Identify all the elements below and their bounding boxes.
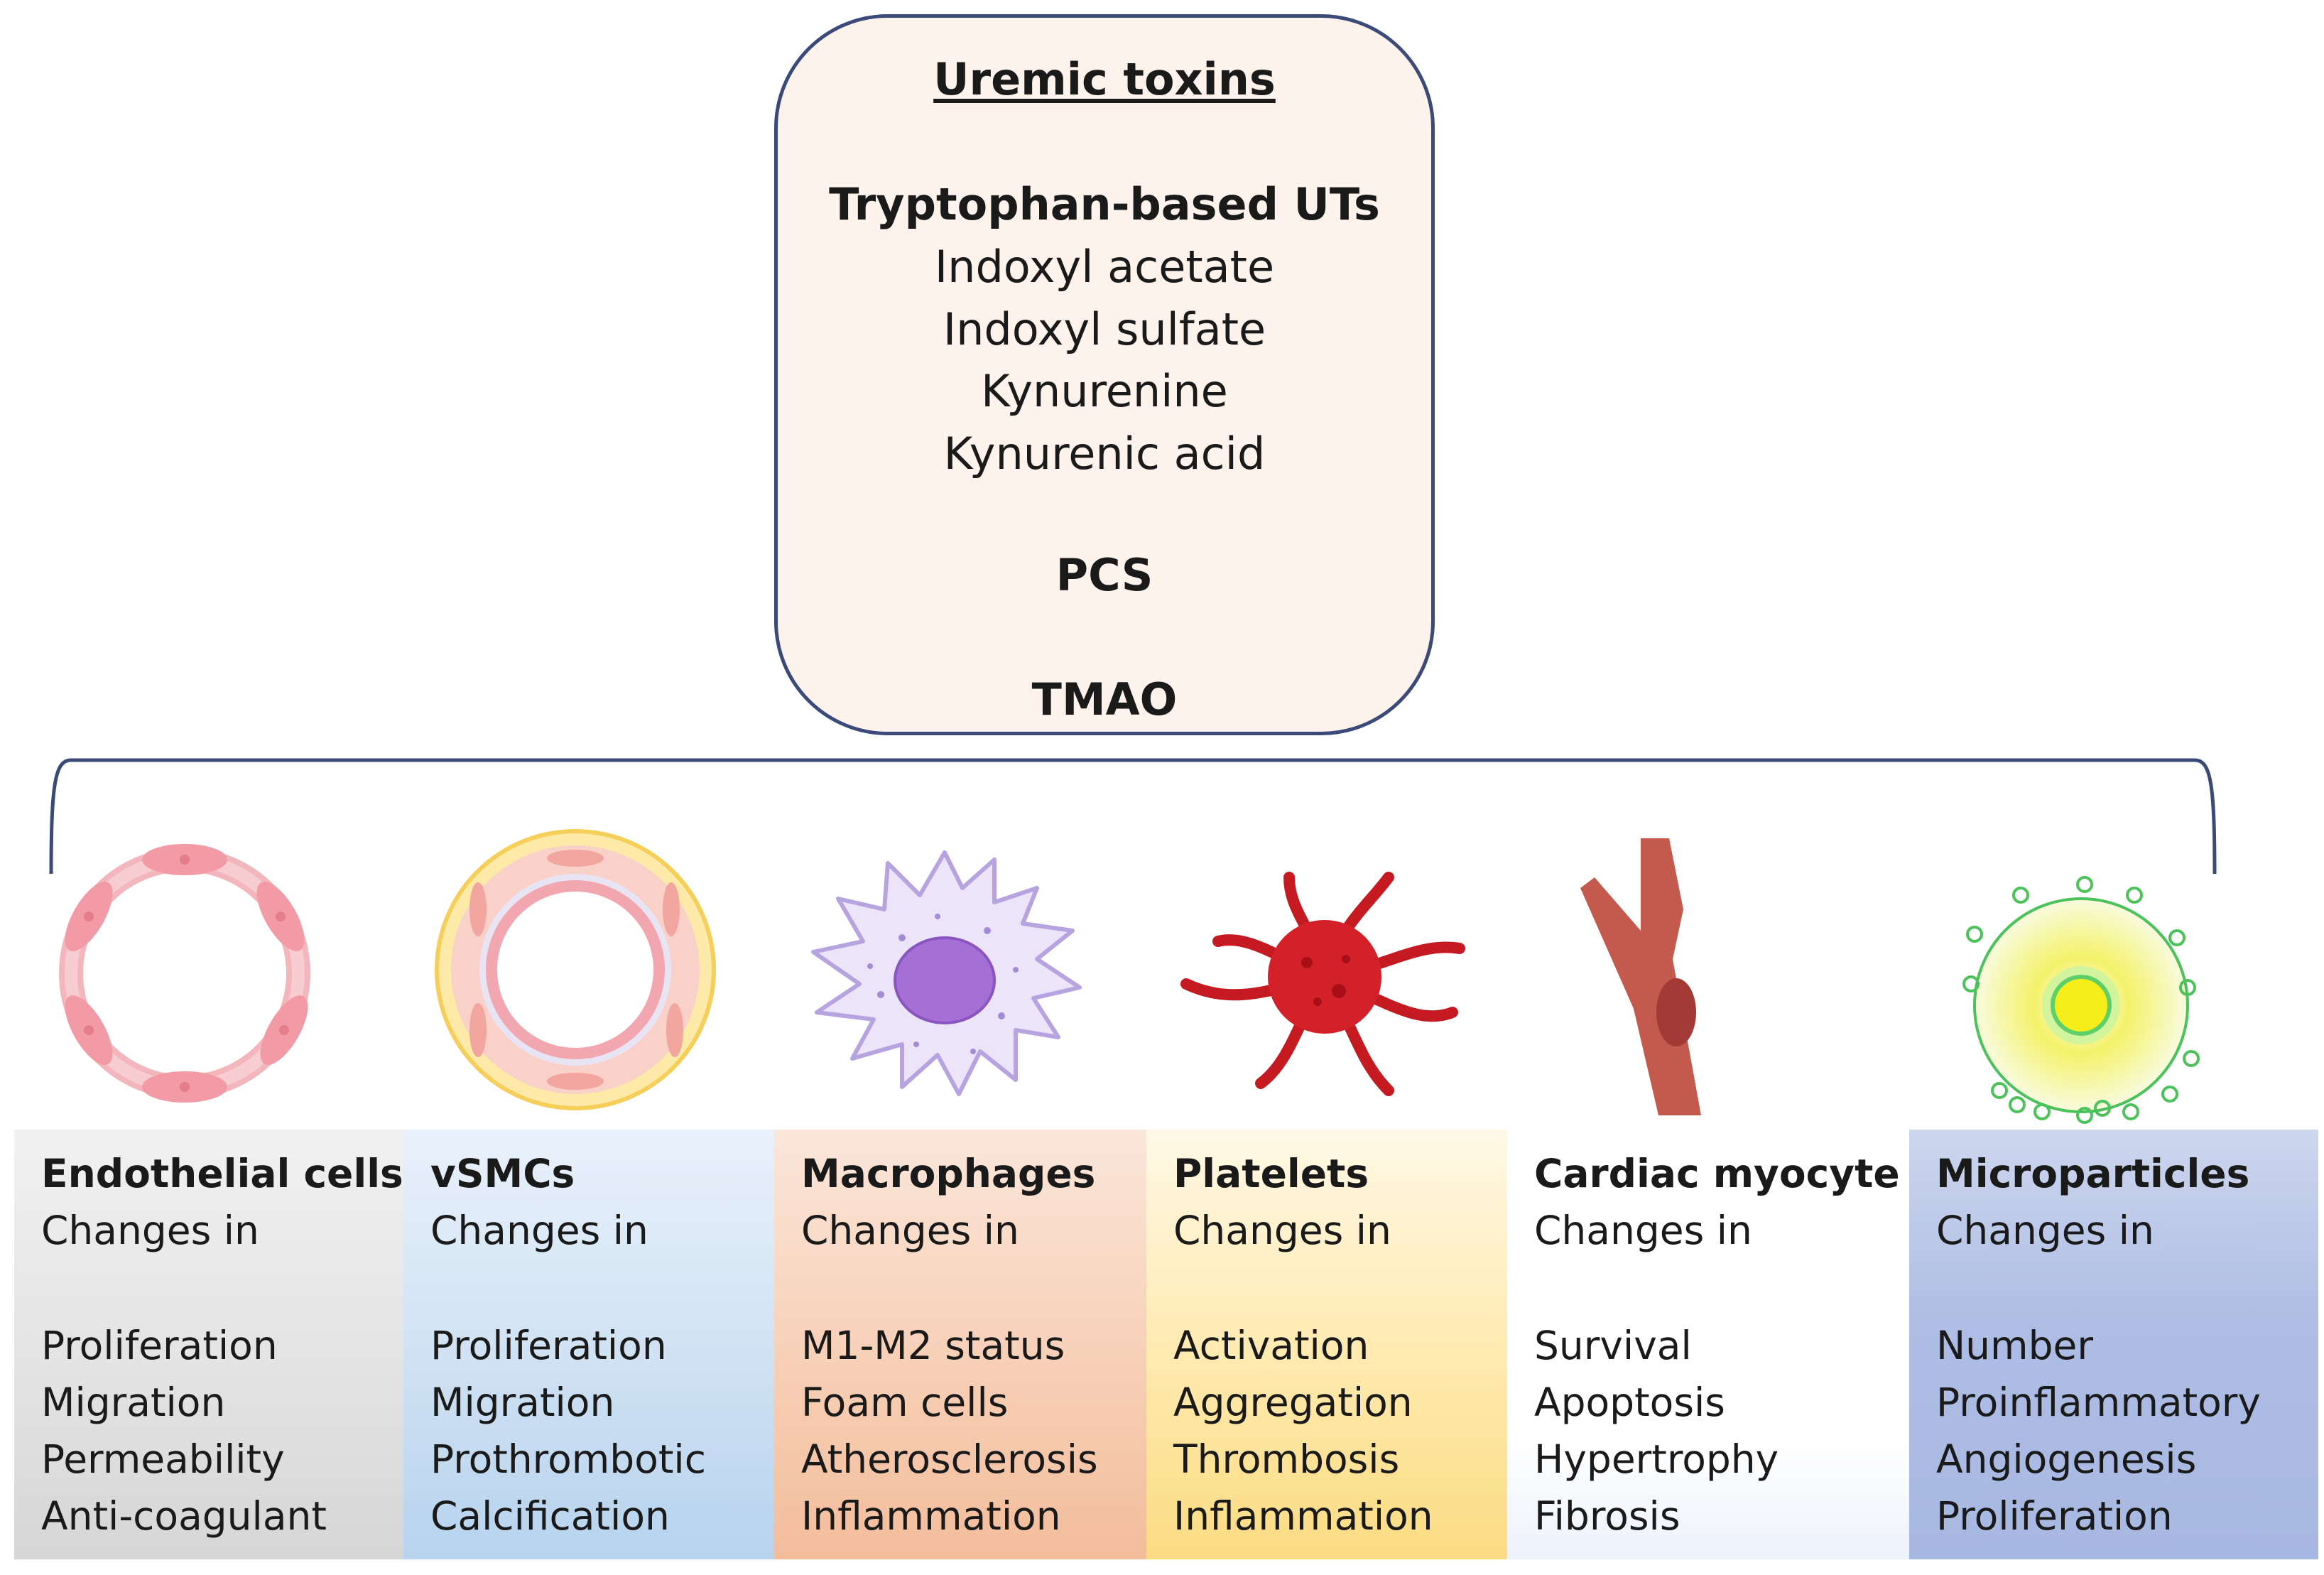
effect-item: Calcification [430,1493,670,1539]
effect-item: Prothrombotic [430,1436,706,1482]
panel-subtitle: Changes in [1534,1208,1752,1253]
effect-item: Migration [430,1380,615,1425]
cardiomyocyte-icon [1580,838,1701,1115]
effect-item: Survival [1534,1323,1692,1368]
panel-title: Platelets [1173,1151,1369,1196]
effect-item: Foam cells [801,1380,1009,1425]
panel-platelets: Platelets Changes in Activation Aggregat… [1146,1130,1507,1559]
toxin-item: Kynurenine [981,365,1228,417]
tryptophan-heading: Tryptophan-based UTs [829,178,1380,230]
effect-item: Fibrosis [1534,1493,1680,1539]
macrophage-icon [811,850,1082,1096]
effect-item: Apoptosis [1534,1380,1725,1425]
microparticle-icon [1962,876,2200,1124]
effect-item: Aggregation [1173,1380,1413,1425]
endothelial-ring-icon [59,844,310,1103]
effect-item: Inflammation [801,1493,1061,1539]
effect-item: M1-M2 status [801,1323,1065,1368]
panel-cardiac-myocyte: Cardiac myocyte Changes in Survival Apop… [1507,1130,1909,1559]
toxin-item: Indoxyl acetate [934,241,1275,293]
panel-title: Cardiac myocyte [1534,1151,1900,1196]
panel-endothelial-cells: Endothelial cells Changes in Proliferati… [14,1130,403,1559]
panel-title: vSMCs [430,1151,575,1196]
effect-item: Proinflammatory [1936,1380,2261,1425]
panel-microparticles: Microparticles Changes in Number Proinfl… [1909,1130,2318,1559]
effect-item: Atherosclerosis [801,1436,1098,1482]
connector-bracket [49,758,2217,875]
panel-title: Microparticles [1936,1151,2250,1196]
vessel-cross-section-icon [435,829,716,1110]
effect-item: Number [1936,1323,2093,1368]
panel-subtitle: Changes in [1173,1208,1391,1253]
toxin-item: Kynurenic acid [943,428,1266,480]
panel-vsmcs: vSMCs Changes in Proliferation Migration… [403,1130,774,1559]
effect-item: Activation [1173,1323,1369,1368]
tmao-label: TMAO [1031,673,1178,725]
activated-platelet-icon [1180,872,1465,1096]
effect-item: Permeability [41,1436,285,1482]
effect-item: Migration [41,1380,226,1425]
pcs-label: PCS [1055,549,1153,601]
effect-item: Angiogenesis [1936,1436,2197,1482]
panel-title: Endothelial cells [41,1151,403,1196]
panel-subtitle: Changes in [1936,1208,2154,1253]
panel-subtitle: Changes in [41,1208,259,1253]
effect-item: Hypertrophy [1534,1436,1779,1482]
effect-item: Inflammation [1173,1493,1433,1539]
effect-item: Proliferation [430,1323,667,1368]
panel-subtitle: Changes in [430,1208,648,1253]
effect-item: Proliferation [41,1323,278,1368]
panel-subtitle: Changes in [801,1208,1019,1253]
toxins-title: Uremic toxins [933,53,1276,105]
effect-item: Thrombosis [1173,1436,1400,1482]
uremic-toxins-box: Uremic toxins Tryptophan-based UTs Indox… [774,14,1435,735]
effect-item: Anti-coagulant [41,1493,327,1539]
toxin-item: Indoxyl sulfate [943,303,1266,355]
panel-macrophages: Macrophages Changes in M1-M2 status Foam… [774,1130,1146,1559]
panel-title: Macrophages [801,1151,1096,1196]
effect-item: Proliferation [1936,1493,2173,1539]
